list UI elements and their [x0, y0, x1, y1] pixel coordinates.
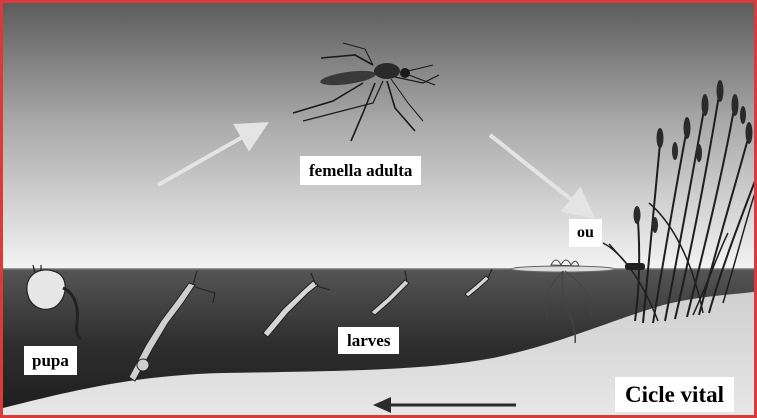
sky: [3, 3, 757, 269]
label-adult-female: femella adulta: [300, 156, 421, 185]
diagram-title: Cicle vital: [615, 377, 734, 412]
label-pupa: pupa: [24, 346, 77, 375]
label-larvae: larves: [338, 327, 399, 354]
scene-illustration: [3, 3, 757, 418]
label-egg: ou: [569, 219, 602, 247]
